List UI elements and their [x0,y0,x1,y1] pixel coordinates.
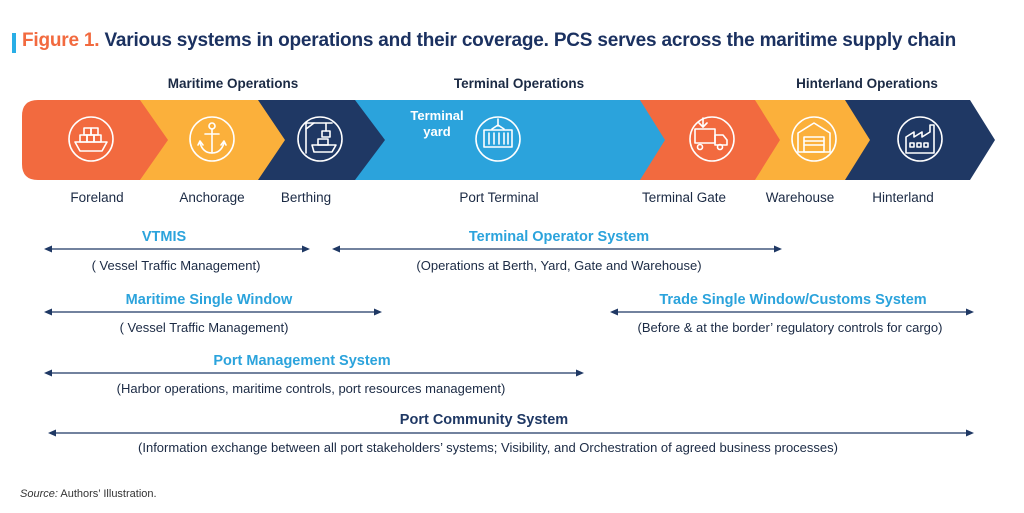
vtmis-coverage-arrow [44,245,310,253]
pms-coverage-arrow [44,369,584,377]
source-text: Authors’ Illustration. [57,488,157,500]
stage-terminal-yard: Terminal yard [410,108,464,139]
stage-terminal-gate: Terminal Gate [641,190,727,205]
stage-anchorage: Anchorage [179,190,245,205]
pcs-name: Port Community System [399,412,569,428]
tsw-desc: (Before & at the border’ regulatory cont… [637,320,943,335]
tsw-coverage-arrow [610,308,974,316]
tos-name: Terminal Operator System [468,229,650,245]
stage-foreland: Foreland [70,190,124,205]
crane-ship-icon [297,116,343,162]
figure-label: Figure 1. [22,30,100,51]
section-terminal-operations: Terminal Operations [453,76,585,91]
anchor-icon [189,116,235,162]
stage-warehouse: Warehouse [765,190,835,205]
msw-coverage-arrow [44,308,382,316]
source-note: Source: Authors’ Illustration. [20,488,157,500]
ship-icon [68,116,114,162]
section-maritime-operations: Maritime Operations [167,76,299,91]
stage-hinterland: Hinterland [872,190,934,205]
source-label: Source: [20,488,58,500]
title-accent-bar [12,33,16,53]
supply-chain-band [22,100,995,180]
section-hinterland-operations: Hinterland Operations [796,76,938,91]
warehouse-icon [791,116,837,162]
msw-name: Maritime Single Window [125,292,293,308]
pms-name: Port Management System [213,353,391,369]
segment-terminal-gate [640,100,780,180]
tos-desc: (Operations at Berth, Yard, Gate and War… [416,258,702,273]
figure-title: Figure 1. Various systems in operations … [22,30,956,52]
stage-port-terminal: Port Terminal [459,190,539,205]
figure-title-text: Various systems in operations and their … [104,30,957,51]
segment-berthing [258,100,385,180]
msw-desc: ( Vessel Traffic Management) [119,320,289,335]
vtmis-desc: ( Vessel Traffic Management) [91,258,261,273]
tos-coverage-arrow [332,245,782,253]
pms-desc: (Harbor operations, maritime controls, p… [116,381,506,396]
truck-icon [689,116,735,162]
pcs-coverage-arrow [48,429,974,437]
segment-warehouse [755,100,870,180]
vtmis-name: VTMIS [141,229,187,245]
segment-hinterland [845,100,995,180]
segment-foreland [22,100,168,180]
factory-icon [897,116,943,162]
container-crane-icon [475,116,521,162]
segment-port-terminal [355,100,665,180]
pcs-desc: (Information exchange between all port s… [138,440,838,455]
stage-berthing: Berthing [280,190,332,205]
tsw-name: Trade Single Window/Customs System [659,292,927,308]
